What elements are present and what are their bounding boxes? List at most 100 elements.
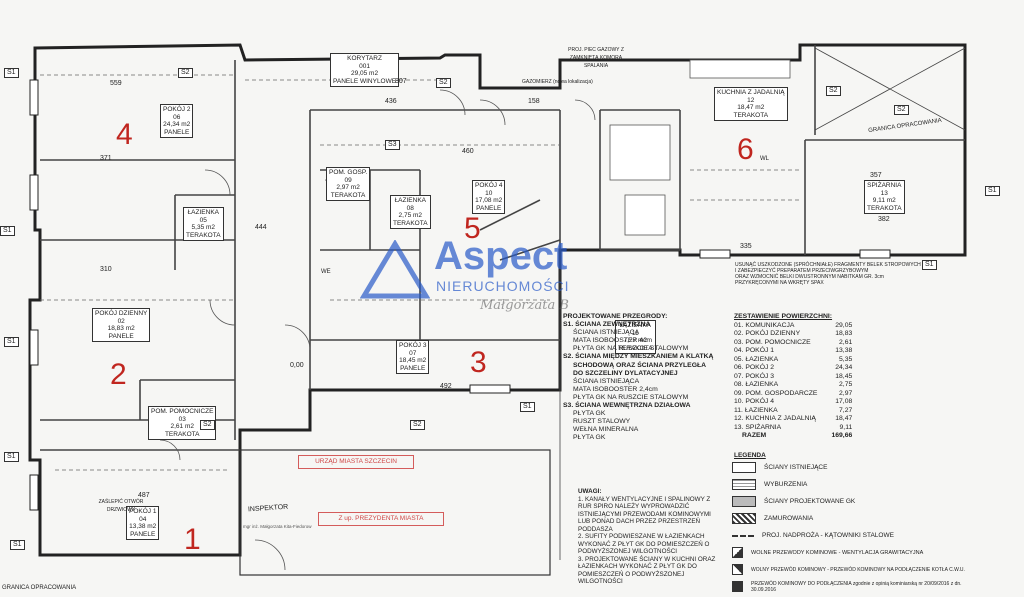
room-pokoj3: POKÓJ 3 07 18,45 m2 PANELE (396, 340, 430, 374)
room-number: 13 (880, 189, 888, 197)
partitions-line: PŁYTA GK NA RUSZCIE STALOWYM (573, 345, 689, 353)
room-floor: TERAKOTA (867, 204, 902, 212)
remarks-line: WILGOTNOŚCI (578, 578, 623, 585)
room-number: 04 (139, 515, 147, 523)
legend-label: WYBURZENIA (764, 481, 808, 488)
room-name-cell: 12. KUCHNIA Z JADALNIĄ (734, 415, 816, 422)
dimension: 807 (395, 78, 407, 85)
partitions-line: ŚCIANA ISTNIEJĄCA (573, 329, 640, 337)
legend-item: PROJ. NADPROŻA - KĄTOWNIKI STALOWE (732, 527, 1014, 544)
signature-name: mgr inż. Małgorzata Kita-Fiedorow (243, 524, 312, 529)
partitions-line: DO SZCZELINY DYLATACYJNEJ (573, 369, 678, 377)
room-number: 001 (359, 62, 370, 70)
dimension: 487 (138, 492, 150, 499)
room-number: 12 (747, 96, 755, 104)
wall-tag-s2: S2 (436, 78, 451, 88)
wall-tag-s2: S2 (826, 86, 841, 96)
room-pom-gosp: POM. GOSP. 09 2,97 m2 TERAKOTA (326, 167, 371, 201)
wall-tag-s1: S1 (985, 186, 1000, 196)
room-name: ŁAZIENKA (394, 197, 426, 204)
room-number: 03 (178, 415, 186, 423)
area-cell: 2,75 (839, 381, 853, 388)
partitions-line: S3. ŚCIANA WEWNĘTRZNA DZIAŁOWA (563, 402, 691, 410)
room-name: POKÓJ 4 (475, 182, 503, 189)
legend: LEGENDA ŚCIANY ISTNIEJĄCE WYBURZENIA ŚCI… (732, 452, 1014, 595)
room-number: 06 (173, 113, 181, 121)
wall-tag-s2: S2 (894, 105, 909, 115)
remarks-line: 3. PROJEKTOWANE ŚCIANY W KUCHNI ORAZ (578, 555, 716, 563)
area-summary-title: ZESTAWIENIE POWIERZCHNI: (734, 313, 833, 320)
room-floor: TERAKOTA (393, 219, 428, 227)
legend-item: WOLNY PRZEWÓD KOMINOWY - PRZEWÓD KOMINOW… (732, 561, 1014, 578)
partitions-line: S2. ŚCIANA MIĘDZY MIESZKANIEM A KLATKĄ (563, 353, 714, 361)
legend-item: ŚCIANY ISTNIEJĄCE (732, 459, 1014, 476)
legend-item: ZAMUROWANIA (732, 510, 1014, 527)
stamp-text: Z up. PREZYDENTA MIASTA (338, 515, 424, 522)
partitions-line: WEŁNA MINERALNA (573, 426, 639, 434)
room-name: ŁAZIENKA (619, 322, 651, 329)
remarks-line: POMIESZCZEŃ O PODWYŻSZONEJ (578, 570, 685, 578)
legend-label: ŚCIANY ISTNIEJĄCE (764, 464, 828, 471)
room-name-cell: 07. POKÓJ 3 (734, 372, 775, 380)
legend-title: LEGENDA (734, 452, 766, 459)
room-area: 5,35 m2 (191, 224, 216, 231)
dimension: 444 (255, 224, 267, 231)
city-office-stamp: URZĄD MIASTA SZCZECIN (298, 455, 414, 469)
room-pokoj1: POKÓJ 1 04 13,38 m2 PANELE (126, 506, 160, 540)
swatch-gk-walls (732, 496, 756, 507)
dimension: 436 (385, 98, 397, 105)
room-name-cell: 08. ŁAZIENKA (734, 381, 779, 388)
room-lazienka11: ŁAZIENKA 11 7,27 m2 TERAKOTA (615, 320, 656, 354)
room-number: 08 (406, 204, 414, 212)
wall-tag-s1: S1 (0, 226, 15, 236)
room-name-cell: 10. POKÓJ 4 (734, 398, 775, 405)
remarks-line: 1. KANAŁY WENTYLACYJNE I SPALINOWY Z (578, 495, 711, 503)
dimension: 357 (870, 172, 882, 179)
dimension: 0,00 (290, 362, 304, 369)
area-cell: 13,38 (835, 347, 853, 354)
wall-tag-s2: S2 (410, 420, 425, 430)
partitions-line: MATA ISOBOOSTER 2,4cm (573, 385, 658, 393)
room-name: POKÓJ 1 (129, 508, 157, 515)
wall-tag-s1: S1 (520, 402, 535, 412)
legend-label: ŚCIANY PROJEKTOWANE GK (764, 498, 856, 505)
wall-tag-s1: S1 (4, 337, 19, 347)
room-floor: PANELE (476, 204, 502, 212)
partitions-line: RUSZT STALOWY (573, 418, 631, 426)
partitions-spec: PROJEKTOWANE PRZEGRODY: S1. ŚCIANA ZEWNĘ… (563, 313, 713, 443)
swatch-existing-walls (732, 462, 756, 473)
area-cell: 2,97 (839, 389, 853, 397)
table-row: 08. ŁAZIENKA 2,75 (732, 381, 854, 390)
room-lazienka8: ŁAZIENKA 08 2,75 m2 TERAKOTA (390, 195, 431, 229)
swatch-demolition (732, 479, 756, 490)
legend-item: WOLNE PRZEWODY KOMINOWE - WENTYLACJA GRA… (732, 544, 1014, 561)
agency-watermark: Aspect NIERUCHOMOŚCI Małgorzata B (360, 234, 660, 313)
dimension: 460 (462, 148, 474, 155)
partitions-line: PŁYTA GK (573, 410, 606, 418)
room-pokoj-dzienny: POKÓJ DZIENNY 02 18,83 m2 PANELE (92, 308, 151, 342)
gas-meter-note: GAZOMIERZ (nowa lokalizacja) (522, 79, 593, 85)
watermark-brand: Aspect (434, 234, 568, 278)
room-area: 18,83 m2 (107, 325, 135, 332)
room-name: ŁAZIENKA (187, 209, 219, 216)
room-name-cell: 06. POKÓJ 2 (734, 364, 775, 371)
room-area: 2,61 m2 (170, 423, 194, 430)
remarks-line: PODDASZA (578, 525, 613, 533)
wall-tag-s2: S2 (200, 420, 215, 430)
president-stamp: Z up. PREZYDENTA MIASTA (318, 512, 444, 526)
area-cell: 24,34 (835, 364, 853, 371)
room-area: 2,97 m2 (336, 184, 360, 191)
zone-number-5: 5 (464, 212, 481, 245)
wall-tag-s1: S1 (922, 260, 937, 270)
dimension: 158 (528, 98, 540, 105)
beam-note: USUNĄĆ USZKODZONE (SPRÓCHNIAŁE) FRAGMENT… (735, 262, 921, 286)
dimension: 335 (740, 243, 752, 250)
